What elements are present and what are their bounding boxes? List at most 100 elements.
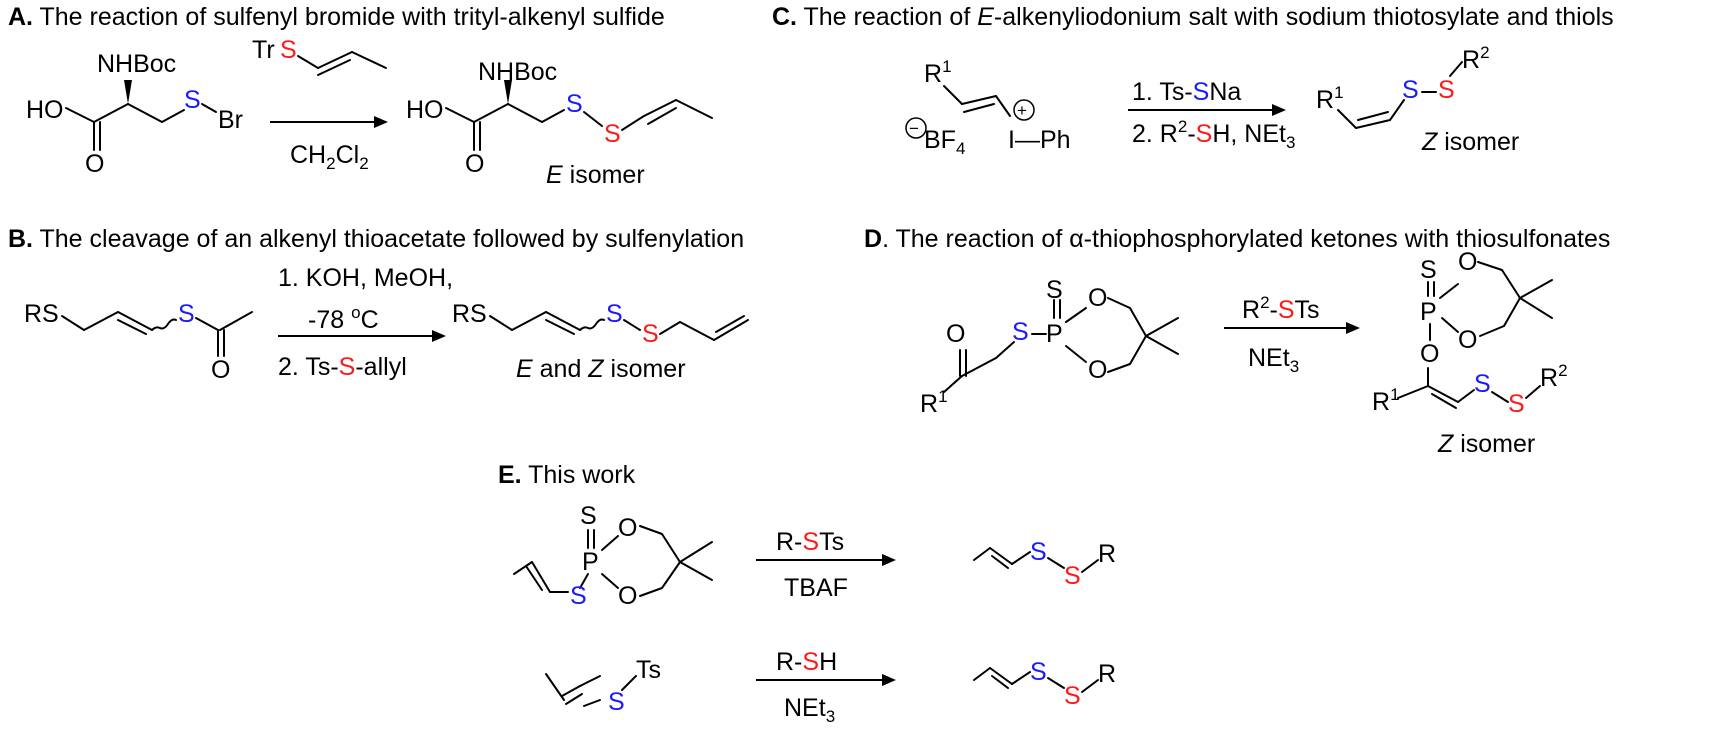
panel-d-product-enol-o: O (1420, 340, 1439, 368)
panel-e-ring-o2: O (618, 582, 637, 610)
panel-b-carbonyl-o: O (211, 356, 230, 384)
panel-c-iodonium: I—Ph (1008, 126, 1071, 154)
panel-b-product-sulfur-red: S (642, 320, 659, 348)
panel-d-product-r1: R1 (1372, 385, 1400, 416)
panel-d-sulfur-blue: S (1012, 318, 1029, 346)
panel-d-arrow (1224, 322, 1360, 334)
panel-e-rxn2-arrow (756, 674, 896, 686)
panel-a-sulfur-red: S (280, 36, 297, 64)
panel-c-plus-charge (1013, 99, 1035, 121)
panel-d-base: NEt3 (1248, 344, 1299, 376)
panel-c-title: C. The reaction of E-alkenyliodonium sal… (772, 3, 1614, 31)
panel-c-product-sulfur-red: S (1438, 76, 1455, 104)
panel-b-arrow (278, 330, 446, 342)
panel-e-thione-s: S (580, 502, 597, 530)
panel-e-product2-r: R (1098, 660, 1116, 688)
panel-b-title: B. The cleavage of an alkenyl thioacetat… (8, 225, 744, 253)
panel-c-cond-2: 2. R2-SH, NEt3 (1132, 117, 1295, 152)
panel-a-title: A. The reaction of sulfenyl bromide with… (8, 3, 665, 31)
panel-b-reactant: RS S O (24, 300, 253, 384)
panel-b-rs: RS (24, 300, 59, 328)
panel-e-product1-sulfur-red: S (1064, 562, 1081, 590)
panel-b-cond-2: -78 oC (308, 303, 379, 334)
panel-d-product-ring-o1: O (1458, 248, 1477, 276)
panel-e-rxn2-base: NEt3 (784, 694, 835, 726)
panel-a-product-sulfur-blue: S (566, 90, 583, 118)
panel-d-product-sulfur-blue: S (1474, 370, 1491, 398)
panel-e-ring-o1: O (618, 514, 637, 542)
panel-c-cond-1: 1. Ts-SNa (1132, 78, 1241, 106)
panel-b-sulfur-blue: S (178, 300, 195, 328)
panel-d-r1: R1 (920, 387, 948, 418)
panel-e-tosyl: Ts (636, 656, 661, 684)
panel-d-ring-o1: O (1088, 284, 1107, 312)
panel-a-solvent: CH2Cl2 (290, 141, 369, 173)
panel-c-reactant: R1 + I—Ph − BF4 (905, 57, 1071, 158)
panel-b-cond-3: 2. Ts-S-allyl (278, 353, 407, 381)
panel-c-minus-charge (905, 117, 927, 139)
panel-d-product-sulfur-red: S (1508, 390, 1525, 418)
panel-e-product1-sulfur-blue: S (1030, 538, 1047, 566)
panel-e-product2-sulfur-blue: S (1030, 658, 1047, 686)
panel-d-title: D. The reaction of α-thiophosphorylated … (864, 225, 1610, 253)
panel-c: C. The reaction of E-alkenyliodonium sal… (772, 3, 1614, 158)
panel-d-product-thione-s: S (1420, 256, 1437, 284)
panel-e-phosphorus: P (582, 548, 599, 576)
panel-b-cond-1: 1. KOH, MeOH, (278, 264, 453, 292)
panel-d-ketone-o: O (946, 320, 965, 348)
panel-d-phosphorus: P (1046, 320, 1063, 348)
panel-a-sulfur-blue: S (184, 86, 201, 114)
panel-c-arrow (1128, 104, 1286, 116)
panel-a-product-sulfur-red: S (604, 120, 621, 148)
panel-c-minus-sign: − (909, 119, 919, 138)
panel-a: A. The reaction of sulfenyl bromide with… (8, 3, 713, 189)
panel-b-product: RS S S E and Z isomer (452, 300, 749, 383)
panel-e-sulfur-blue: S (570, 582, 587, 610)
panel-d-product-ring-o2: O (1458, 326, 1477, 354)
panel-c-product-r2: R2 (1462, 43, 1490, 74)
panel-e: E. This work S P O O S R-STs (498, 461, 1116, 726)
panel-a-product-carbonyl-o: O (465, 150, 484, 178)
panel-d-isomer: Z isomer (1437, 430, 1535, 458)
panel-d-product: S P O O O R1 S S R2 (1372, 248, 1568, 458)
panel-a-bromine: Br (218, 106, 243, 134)
panel-b-isomer: E and Z isomer (516, 355, 686, 383)
panel-c-product-sulfur-blue: S (1402, 76, 1419, 104)
panel-c-product-r1: R1 (1316, 83, 1344, 114)
panel-a-product: HO O NHBoc S S E isomer (406, 58, 713, 189)
panel-e-rxn2-reagent: R-SH (776, 648, 837, 676)
panel-e-rxn1-arrow (756, 554, 896, 566)
panel-e-reactant2-sulfur-blue: S (608, 688, 625, 716)
panel-e-rxn1-base: TBAF (784, 574, 848, 602)
panel-e-reactant-1: S P O O S (513, 502, 713, 610)
panel-c-bf4: BF4 (924, 126, 965, 158)
panel-a-product-nhboc: NHBoc (478, 58, 557, 86)
panel-a-reagent: Tr S (252, 36, 387, 76)
panel-a-carbonyl-o: O (85, 150, 104, 178)
panel-e-product2-sulfur-red: S (1064, 682, 1081, 710)
panel-a-wedge-bond (124, 80, 132, 104)
panel-c-plus-sign: + (1017, 101, 1027, 120)
panel-e-product1-r: R (1098, 540, 1116, 568)
panel-d-reagent: R2-STs (1242, 293, 1320, 324)
panel-c-isomer: Z isomer (1421, 128, 1519, 156)
panel-e-product-1: S S R (973, 538, 1116, 590)
panel-d-ring-o2: O (1088, 356, 1107, 384)
panel-a-reactant: HO O NHBoc S Br (26, 50, 243, 178)
panel-e-reactant-2: S Ts (545, 656, 661, 716)
panel-d-product-r2: R2 (1540, 361, 1568, 392)
panel-c-r1: R1 (924, 57, 952, 88)
panel-a-trityl: Tr (252, 36, 275, 64)
panel-d-thione-s: S (1046, 276, 1063, 304)
panel-a-product-ho: HO (406, 96, 444, 124)
panel-e-product-2: S S R (973, 658, 1116, 710)
panel-c-product: R1 S S R2 Z isomer (1316, 43, 1519, 156)
panel-a-isomer: E isomer (546, 161, 645, 189)
panel-a-ho-label: HO (26, 96, 64, 124)
panel-a-arrow (270, 116, 388, 128)
panel-d-reactant: O R1 S P S O O (920, 276, 1179, 418)
panel-d-product-phosphorus: P (1420, 298, 1437, 326)
panel-d: D. The reaction of α-thiophosphorylated … (864, 225, 1610, 458)
panel-e-rxn1-reagent: R-STs (776, 528, 844, 556)
